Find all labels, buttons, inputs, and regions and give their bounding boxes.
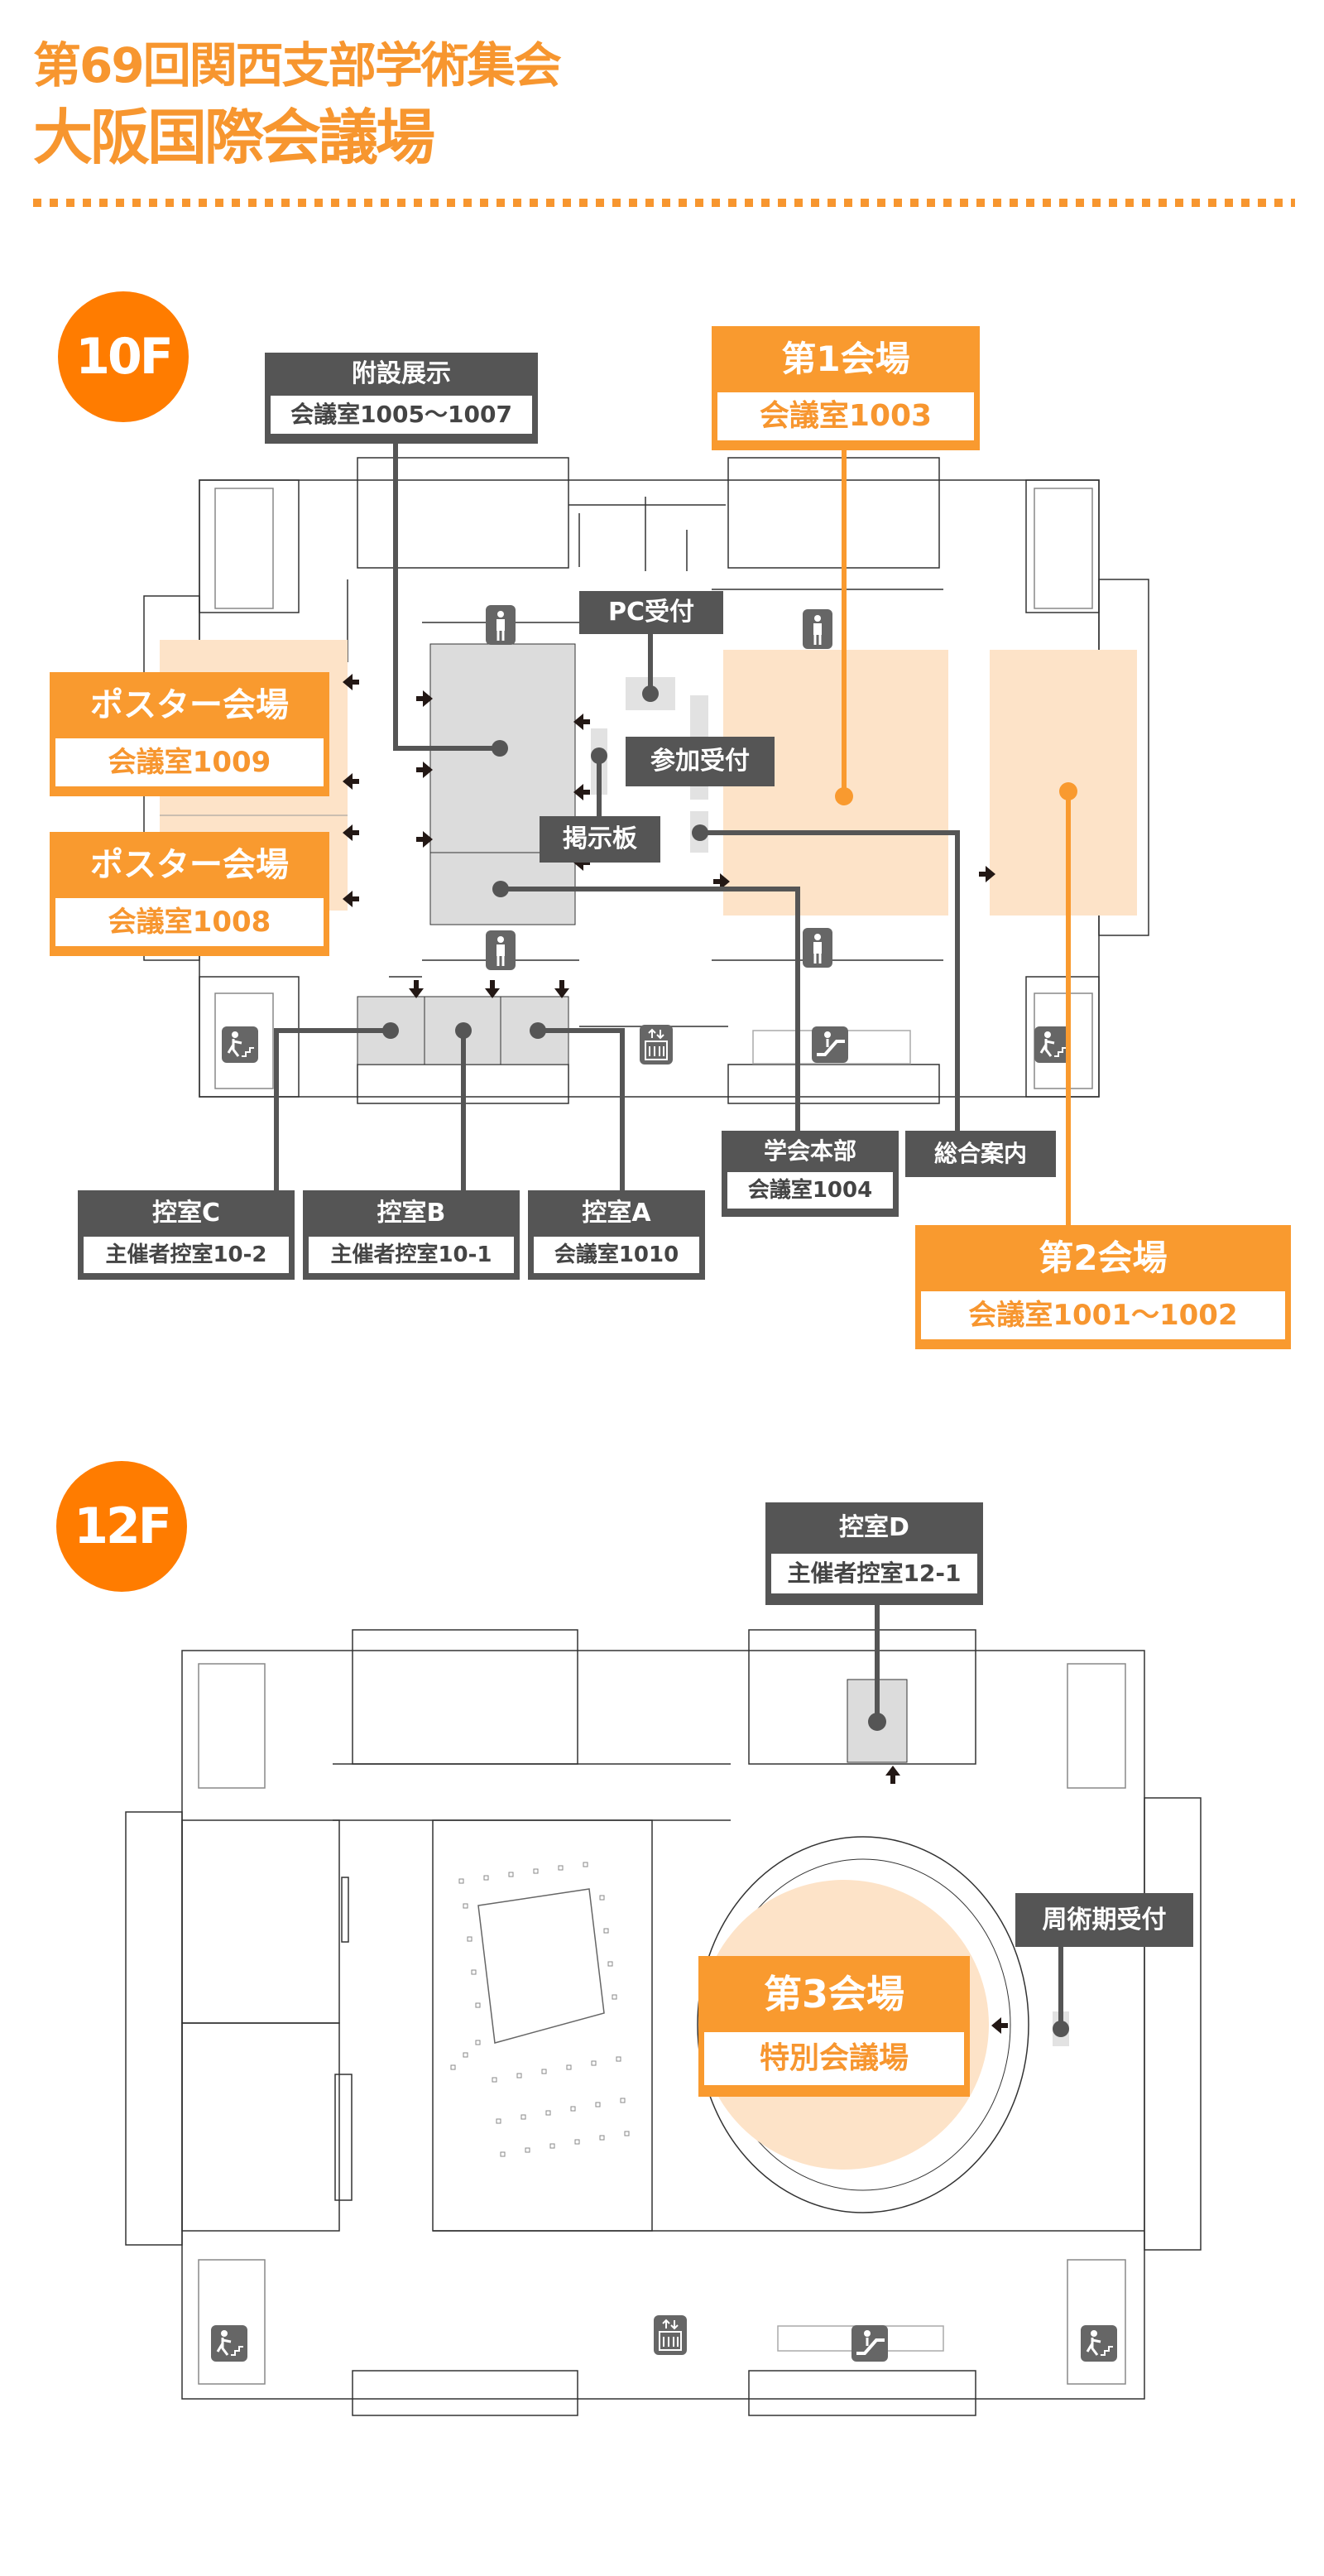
- arrow-left-icon: [573, 784, 590, 800]
- label-wait-a: 控室A 会議室1010: [528, 1190, 705, 1280]
- leader-dots-10f: [382, 685, 1077, 1039]
- label-hall-3: 第3会場 特別会議場: [698, 1956, 970, 2097]
- restroom-icon: [801, 608, 834, 651]
- stairs-icon: [1079, 2324, 1119, 2363]
- label-hq: 学会本部 会議室1004: [722, 1131, 899, 1217]
- label-annex-exhibit: 附設展示 会議室1005～1007: [265, 353, 538, 444]
- label-wait-d: 控室D 主催者控室12-1: [765, 1502, 983, 1605]
- label-title: 第2会場: [1039, 1238, 1168, 1278]
- label-room: 主催者控室10-1: [309, 1237, 514, 1273]
- annex-exhibit-room: [429, 643, 576, 925]
- label-room: 主催者控室12-1: [771, 1554, 977, 1593]
- elevator-icon: [653, 2314, 688, 2356]
- elevator-icon: [639, 1024, 674, 1065]
- floor-badge-10f: 10F: [58, 291, 189, 422]
- arrow-left-icon: [573, 714, 590, 730]
- label-poster-1008: ポスター会場 会議室1008: [50, 832, 329, 956]
- label-room: 会議室1010: [534, 1237, 699, 1273]
- label-wait-c: 控室C 主催者控室10-2: [78, 1190, 295, 1280]
- label-hall-1: 第1会場 会議室1003: [712, 326, 980, 450]
- label-pc-reception: PC受付: [579, 591, 723, 634]
- seating-dots: [450, 1862, 630, 2157]
- label-room: 会議室1005～1007: [271, 396, 532, 434]
- label-title: 学会本部: [763, 1137, 856, 1165]
- special-hall-ring: [697, 1836, 1029, 2213]
- venue-title: 大阪国際会議場: [33, 103, 435, 172]
- label-hall-2: 第2会場 会議室1001～1002: [915, 1225, 1291, 1349]
- arrow-down-icon: [554, 980, 569, 998]
- arrow-left-icon: [991, 2017, 1008, 2034]
- label-room: 会議室1003: [717, 392, 974, 440]
- label-info-desk: 総合案内: [905, 1131, 1056, 1177]
- restroom-icon: [801, 926, 834, 969]
- label-room: 特別会議場: [704, 2032, 964, 2085]
- label-room: 会議室1001～1002: [921, 1291, 1285, 1339]
- label-title: 控室D: [839, 1513, 909, 1542]
- label-title: ポスター会場: [90, 686, 289, 724]
- label-title: 附設展示: [352, 359, 451, 388]
- label-title: 掲示板: [563, 824, 637, 853]
- event-title: 第69回関西支部学術集会: [33, 37, 562, 94]
- label-title: 控室B: [377, 1199, 446, 1228]
- label-title: ポスター会場: [90, 846, 289, 884]
- restroom-icon: [484, 603, 517, 646]
- label-title: 総合案内: [933, 1140, 1027, 1167]
- label-wait-b: 控室B 主催者控室10-1: [303, 1190, 520, 1280]
- label-room: 会議室1009: [55, 738, 324, 786]
- label-title: 第1会場: [781, 339, 910, 379]
- label-periop-reception: 周術期受付: [1015, 1893, 1193, 1947]
- label-poster-1009: ポスター会場 会議室1009: [50, 672, 329, 796]
- dashed-divider: [33, 199, 1295, 207]
- hall-2-room: [990, 650, 1137, 916]
- label-title: 参加受付: [650, 747, 750, 776]
- label-title: 控室C: [151, 1199, 221, 1228]
- arrow-down-icon: [485, 980, 500, 998]
- leader-lines-10f: [274, 444, 1071, 1225]
- floor-12-plan: [125, 1629, 1202, 2416]
- leader-lines-12f: [875, 1605, 1063, 2029]
- arrow-down-icon: [409, 980, 424, 998]
- stairs-icon: [220, 1025, 260, 1065]
- restroom-icon: [484, 929, 517, 972]
- arrow-up-icon: [885, 1766, 900, 1784]
- escalator-icon: [850, 2324, 890, 2363]
- label-registration: 参加受付: [626, 737, 775, 786]
- label-title: 控室A: [582, 1199, 651, 1228]
- label-bulletin: 掲示板: [540, 816, 660, 863]
- label-room: 会議室1004: [727, 1172, 893, 1209]
- label-room: 主催者控室10-2: [84, 1237, 289, 1273]
- label-title: PC受付: [607, 598, 694, 627]
- label-title: 第3会場: [763, 1972, 904, 2016]
- floor-badge-12f: 12F: [56, 1461, 187, 1592]
- escalator-icon: [810, 1025, 850, 1065]
- stairs-icon: [209, 2324, 249, 2363]
- stairs-icon: [1033, 1025, 1072, 1065]
- label-room: 会議室1008: [55, 898, 324, 946]
- label-title: 周術期受付: [1042, 1906, 1167, 1934]
